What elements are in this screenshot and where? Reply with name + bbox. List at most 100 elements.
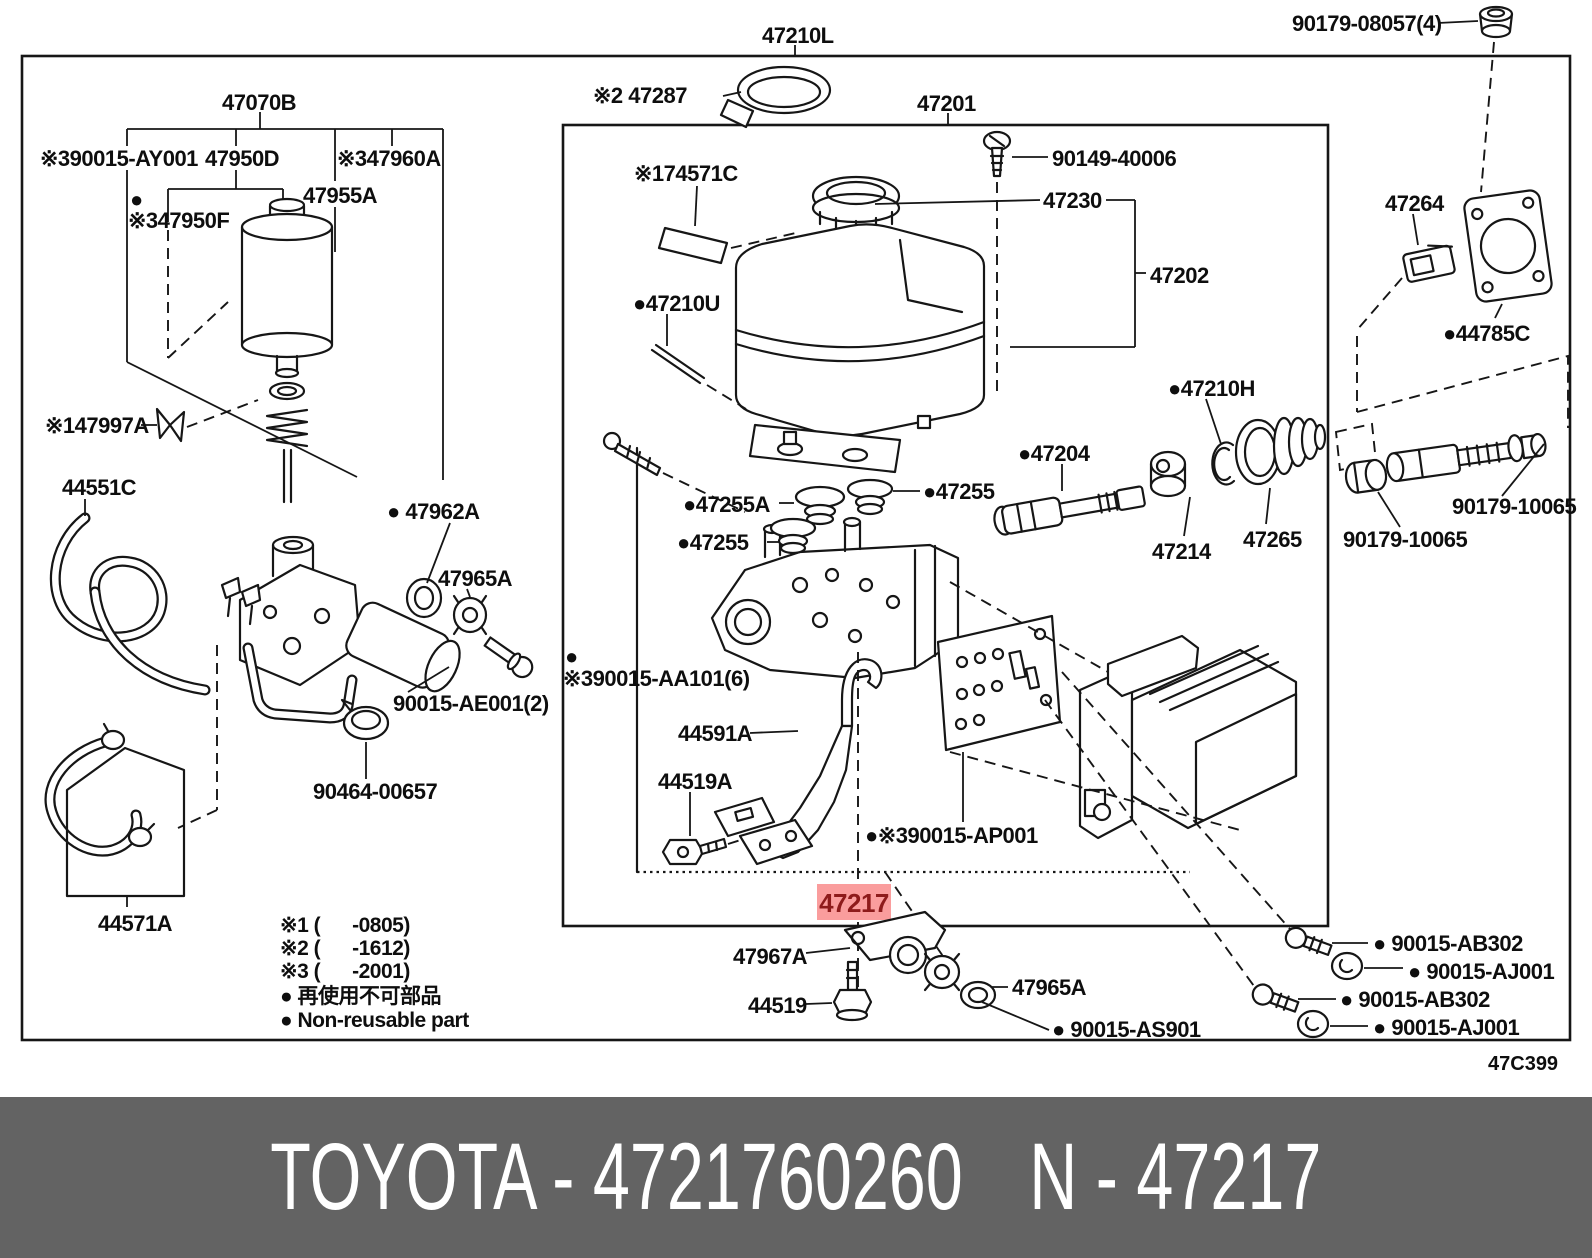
reservoir-tank-drawing [734, 223, 986, 474]
part-label-90464-00657: 90464-00657 [313, 779, 437, 804]
footer-part-banner: TOYOTA - 4721760260 N - 47217 [0, 1097, 1592, 1258]
clamp-90464-00657-drawing [340, 698, 390, 779]
part-label-47264: 47264 [1385, 191, 1445, 216]
highlight-47217-box[interactable] [817, 884, 891, 920]
part-label-47955a: 47955A [303, 183, 378, 208]
grommet-as901-drawing [959, 980, 1050, 1031]
snap-ring-47210h-drawing [1205, 398, 1236, 486]
part-label-47204: ●47204 [1018, 441, 1091, 466]
part-label-44519a: 44519A [658, 769, 733, 794]
part-label-47210h: ●47210H [1168, 376, 1255, 401]
part-label-47287: ※2 47287 [593, 83, 687, 108]
part-label-47070b: 47070B [222, 90, 296, 115]
part-label-47214: 47214 [1152, 539, 1212, 564]
valve-assembly-drawing [220, 535, 461, 724]
parts-diagram: 47217 [20, 5, 1577, 1075]
legend-note-2: ※2 ( -1612) [280, 937, 410, 960]
part-label-47997a: ※147997A [45, 413, 149, 438]
part-label-47210l: 47210L [762, 23, 834, 48]
part-label-90179-08057: 90179-08057(4) [1292, 11, 1442, 36]
part-label-47950d: 47950D [205, 146, 279, 171]
part-label-47967a: 47967A [733, 944, 808, 969]
bolt-44519a-drawing [661, 792, 745, 866]
part-label-47965a-bottom: 47965A [1012, 975, 1087, 1000]
diagram-outer-border [20, 54, 1572, 1042]
bracket-44591a-drawing [713, 658, 883, 866]
pushrod-47204-drawing [993, 485, 1146, 536]
bracket-47967a-drawing [805, 910, 947, 975]
hose-44571a-drawing [44, 645, 218, 907]
part-label-90015-aj001-2: ● 90015-AJ001 [1373, 1015, 1519, 1040]
legend-non-reusable-jp: ● 再使用不可部品 [280, 984, 441, 1008]
master-cylinder-group-box [561, 123, 1330, 928]
coupler-47965a-mid-drawing [452, 588, 488, 636]
grommet-47255-right-drawing [846, 478, 920, 516]
screw-90149-40006-drawing [982, 130, 1048, 392]
boot-47265-drawing [1234, 416, 1327, 525]
screw-ab302-2-drawing [1251, 983, 1300, 1013]
mounting-plate-drawing [936, 614, 1062, 822]
part-label-47255a: ●47255A [683, 492, 770, 517]
part-label-44785c: ●44785C [1443, 321, 1530, 346]
legend-note-3: ※3 ( -2001) [280, 960, 410, 983]
part-label-90149-40006: 90149-40006 [1052, 146, 1176, 171]
rod-90179-10065-right-drawing [1385, 432, 1547, 483]
accumulator-group-bracket [126, 112, 444, 480]
part-label-90179-10065-left: 90179-10065 [1343, 527, 1467, 552]
abs-actuator-drawing [1078, 634, 1298, 840]
legend-non-reusable-en: ● Non-reusable part [280, 1009, 469, 1032]
part-label-47201: 47201 [917, 91, 976, 116]
part-label-47965a-mid: 47965A [438, 566, 513, 591]
reservoir-cap-drawing [811, 175, 901, 235]
part-label-47950f-dot: ● [130, 187, 143, 212]
part-label-47950f: ※347950F [128, 208, 229, 233]
master-cylinder-drawing [710, 516, 960, 680]
pin-47210u-drawing [650, 314, 747, 410]
accumulator-canister-drawing [240, 197, 334, 504]
seal-47214-drawing [1149, 450, 1191, 537]
grommet-47255a-drawing [779, 485, 846, 526]
part-label-47255-left: ●47255 [677, 530, 749, 555]
part-label-90015-aj001-1: ● 90015-AJ001 [1408, 959, 1554, 984]
leader-90179-10065-right [1501, 443, 1545, 497]
gasket-44785c-drawing [1463, 189, 1553, 319]
bolt-90015-ae001-drawing [407, 636, 534, 693]
part-label-47962a: ● 47962A [387, 499, 480, 524]
sub-assembly-boundary [635, 446, 1190, 874]
footer-reference-number: N - 47217 [1029, 1124, 1322, 1230]
part-label-90015-as901: ● 90015-AS901 [1052, 1017, 1201, 1042]
screw-ab302-1-drawing [1284, 926, 1333, 956]
legend-note-1: ※1 ( -0805) [280, 914, 410, 937]
part-label-74571c: ※174571C [634, 161, 738, 186]
part-label-90015-ap001: ●※390015-AP001 [865, 823, 1038, 848]
stud-bolt-aa101-drawing [602, 431, 746, 513]
clip-47997a-drawing [141, 399, 259, 443]
nut-90179-10065-left-drawing [1344, 458, 1388, 494]
nut-90179-08057-drawing [1437, 5, 1514, 193]
leader-47264 [1412, 213, 1419, 246]
footer-brand-part-number: TOYOTA - 4721760260 [270, 1124, 963, 1230]
part-label-90015-aa101: ※390015-AA101(6) [563, 666, 750, 691]
grommet-47255-left-drawing [767, 517, 817, 555]
drawing-code: 47C399 [1488, 1053, 1558, 1075]
part-label-47202: 47202 [1150, 263, 1209, 288]
part-label-aa101-dot: ● [565, 644, 578, 669]
part-label-47210u: ●47210U [633, 291, 720, 316]
bracket-47230-47202 [874, 199, 1146, 348]
label-sticker-74571c-drawing [657, 185, 801, 265]
part-label-47230: 47230 [1043, 188, 1102, 213]
part-label-90015-ae001: 90015-AE001(2) [393, 691, 549, 716]
leader-90179-10065-left [1377, 491, 1401, 528]
cap-aj001-1-drawing [1330, 951, 1403, 981]
part-label-44519: 44519 [748, 993, 807, 1018]
highlight-47217-label[interactable]: 47217 [819, 888, 889, 918]
part-label-47255-right: ●47255 [923, 479, 995, 504]
hose-44551c-drawing [49, 499, 211, 696]
bolt-44519-drawing [805, 960, 873, 1022]
part-label-90015-ab302-1: ● 90015-AB302 [1373, 931, 1523, 956]
clamp-47287-drawing [719, 65, 832, 129]
part-label-90015-ab302-2: ● 90015-AB302 [1340, 987, 1490, 1012]
connector-47264-drawing [1402, 244, 1456, 283]
grommet-47962a-drawing [405, 522, 451, 619]
